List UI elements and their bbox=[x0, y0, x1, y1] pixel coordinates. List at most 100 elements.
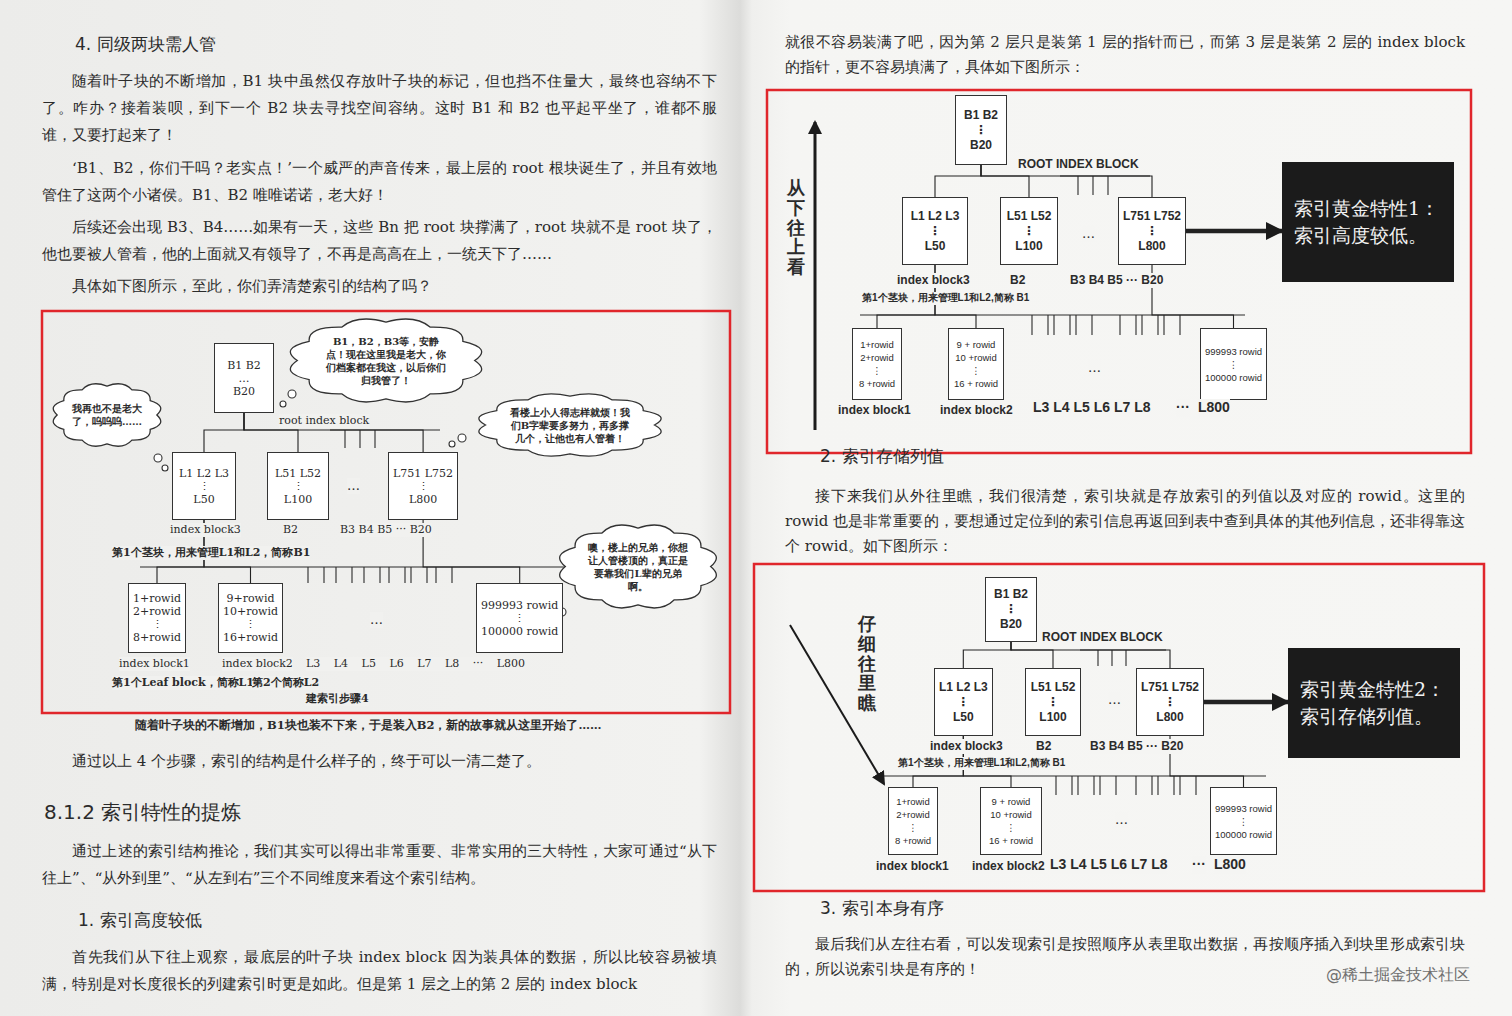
node-text: 10+rowid bbox=[223, 605, 278, 618]
node-text: L51 L52 bbox=[1031, 680, 1076, 695]
connector bbox=[1011, 642, 1053, 668]
diagram-label: … bbox=[1082, 226, 1095, 242]
diagram-label: ROOT INDEX BLOCK bbox=[1018, 157, 1139, 172]
node-text: ⋮ bbox=[1006, 821, 1016, 834]
index-block: L751 L752⋮L800 bbox=[1136, 668, 1204, 736]
cloud-outline-path bbox=[290, 319, 481, 402]
node-text: 9+rowid bbox=[227, 592, 275, 605]
index-block: L1 L2 L3⋮L50 bbox=[934, 668, 993, 736]
index-block: 999993 rowid⋮100000 rowid bbox=[1200, 328, 1267, 400]
diagram-label: B2 bbox=[283, 523, 298, 537]
heading: 1. 索引高度较低 bbox=[78, 910, 202, 931]
bus-stub bbox=[1060, 176, 1150, 195]
node-text: L100 bbox=[1039, 710, 1066, 725]
index-block: 1+rowid2+rowid⋮8+rowid bbox=[128, 583, 186, 653]
diagram-label: 第1个茎块，用来管理L1和L2,简称 B1 bbox=[898, 757, 1065, 770]
node-text: B20 bbox=[1000, 617, 1022, 632]
node-text: 索引黄金特性2：索引存储列值。 bbox=[1300, 676, 1448, 729]
node-text: 1+rowid bbox=[133, 592, 181, 605]
node-text: ⋮ bbox=[971, 364, 981, 377]
diagram-label: index block1 bbox=[876, 859, 949, 874]
index-block: 9 + rowid10 +rowid⋮16 + rowid bbox=[980, 787, 1042, 855]
node-text: ⋮ bbox=[1023, 224, 1035, 239]
connector bbox=[963, 642, 1011, 668]
node-text: L51 L52 bbox=[275, 467, 321, 480]
node-text: 10 +rowid bbox=[955, 351, 996, 364]
heading: 3. 索引本身有序 bbox=[820, 898, 944, 919]
diagram-label: L800 bbox=[1214, 856, 1246, 874]
node-text: L800 bbox=[409, 493, 437, 506]
paragraph: 就很不容易装满了吧，因为第 2 层只是装第 1 层的指针而已，而第 3 层是装第… bbox=[785, 30, 1465, 80]
cloud-outline-path bbox=[560, 525, 717, 608]
node-text: 2+rowid bbox=[896, 808, 930, 821]
connector bbox=[244, 413, 423, 452]
paragraph: ‘B1、B2，你们干吗？老实点！’一个威严的声音传来，最上层的 root 根块诞… bbox=[42, 155, 717, 209]
heading: 2. 索引存储列值 bbox=[820, 446, 944, 467]
node-text: … bbox=[239, 372, 250, 385]
node-text: L800 bbox=[1156, 710, 1183, 725]
connector bbox=[423, 520, 520, 583]
heading: 4. 同级两块需人管 bbox=[75, 34, 216, 55]
figure-caption: 随着叶子块的不断增加，B1块也装不下来，于是装入B2，新的故事就从这里开始了…… bbox=[135, 718, 601, 732]
index-block: 999993 rowid⋮100000 rowid bbox=[1210, 787, 1277, 855]
vertical-label: 仔细往里瞧 bbox=[858, 614, 876, 713]
node-text: ⋮ bbox=[929, 224, 941, 239]
index-block: 1+rowid2+rowid⋮8 +rowid bbox=[852, 328, 902, 400]
index-block: L1 L2 L3⋮L50 bbox=[172, 452, 236, 520]
tree-stubs bbox=[140, 176, 1266, 795]
node-text: ⋮ bbox=[957, 695, 969, 710]
connector bbox=[1152, 265, 1234, 328]
speech-cloud: B1，B2，B3等，安静点！现在这里我是老大，你们档案都在我这，以后你们归我管了… bbox=[281, 314, 491, 407]
diagram-label: index block3 bbox=[897, 273, 970, 288]
diagram-label: … bbox=[1108, 692, 1121, 708]
node-text: 8 +rowid bbox=[859, 377, 895, 390]
red-frames bbox=[42, 90, 1484, 891]
node-text: ⋮ bbox=[1229, 358, 1239, 371]
diagram-label: index block3 bbox=[930, 739, 1003, 754]
node-text: ⋮ bbox=[908, 821, 918, 834]
diagram-label: L3 L4 L5 L6 L7 L8 ··· L800 bbox=[306, 657, 525, 671]
index-block: L1 L2 L3⋮L50 bbox=[902, 197, 968, 265]
index-block: 9 + rowid10 +rowid⋮16 + rowid bbox=[948, 328, 1004, 400]
diagram-label: index block1 bbox=[838, 403, 911, 418]
paragraph: 具体如下图所示，至此，你们弄清楚索引的结构了吗？ bbox=[42, 273, 717, 300]
diagram-label: L3 L4 L5 L6 L7 L8 bbox=[1050, 856, 1167, 874]
node-text: ⋮ bbox=[872, 364, 882, 377]
diagram-label: B3 B4 B5 ··· B20 bbox=[1070, 273, 1163, 288]
diagram-label: 建索引步骤4 bbox=[306, 692, 369, 706]
diagram-label: ··· bbox=[1192, 856, 1206, 874]
node-text: L100 bbox=[284, 493, 312, 506]
diagram-label: … bbox=[370, 612, 383, 628]
up-arrow bbox=[814, 122, 817, 430]
diagram-label: 第1个茎块，用来管理L1和L2,简称 B1 bbox=[862, 292, 1029, 305]
diagram-label: index block3 bbox=[170, 523, 241, 537]
cloud-tail bbox=[449, 441, 455, 447]
feature-box: 索引黄金特性2：索引存储列值。 bbox=[1288, 648, 1460, 758]
connector bbox=[204, 413, 244, 452]
node-text: L100 bbox=[1015, 239, 1042, 254]
node-text: ⋮ bbox=[1146, 224, 1158, 239]
node-text: L51 L52 bbox=[1007, 209, 1052, 224]
cloud-tail bbox=[154, 454, 162, 462]
connector bbox=[935, 165, 981, 197]
speech-cloud: 我再也不是老大了，呜呜呜…… bbox=[48, 380, 166, 450]
speech-cloud: 看楼上小人得志样就烦！我们B字辈要多努力，再多撑几个，让他也有人管着！ bbox=[470, 390, 670, 460]
node-text: L50 bbox=[925, 239, 946, 254]
node-text: B20 bbox=[233, 385, 255, 398]
node-text: 8 +rowid bbox=[895, 834, 931, 847]
bus-stub bbox=[140, 567, 590, 583]
node-text: 100000 rowid bbox=[1205, 371, 1262, 384]
speech-cloud: 噢，楼上的兄弟，你想让人管楼顶的，真正是要靠我们L辈的兄弟啊。 bbox=[552, 520, 724, 613]
cloud-tail bbox=[288, 390, 296, 398]
node-text: L751 L752 bbox=[1123, 209, 1181, 224]
diagram-label: 第1个茎块，用来管理L1和L2，简称B1 bbox=[112, 546, 310, 560]
connector bbox=[1011, 642, 1170, 668]
diagram-label: B3 B4 B5 ··· B20 bbox=[1090, 739, 1183, 754]
node-text: ⋮ bbox=[1047, 695, 1059, 710]
node-text: ⋮ bbox=[1164, 695, 1176, 710]
node-text: 看楼上小人得志样就烦！我们B字辈要多努力，再多撑几个，让他也有人管着！ bbox=[510, 406, 630, 445]
cloud-outline bbox=[552, 520, 724, 613]
cloud-outline bbox=[281, 314, 491, 407]
diagram-label: root index block bbox=[279, 414, 369, 428]
diagram-label: L3 L4 L5 L6 L7 L8 bbox=[1033, 399, 1150, 417]
